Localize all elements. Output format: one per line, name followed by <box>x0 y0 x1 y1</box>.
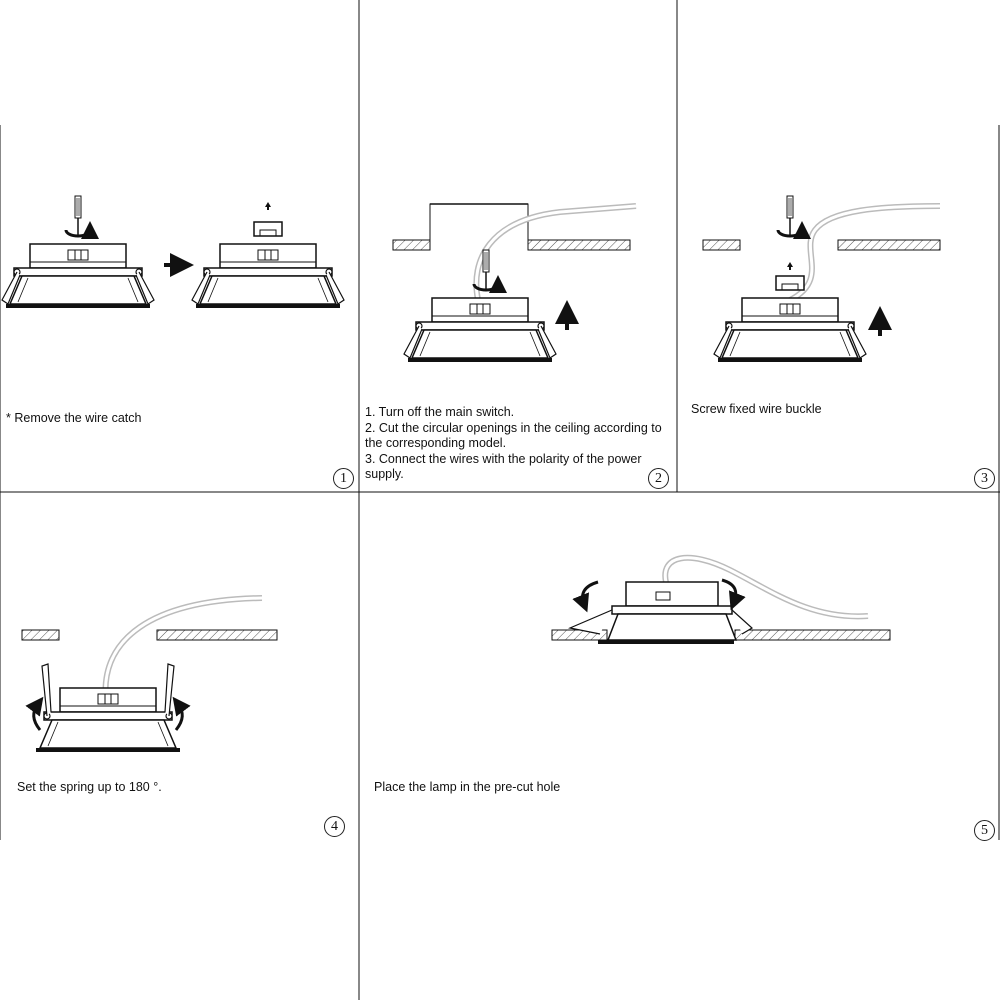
step-4-caption: Set the spring up to 180 °. <box>17 780 162 794</box>
panel-4-illustration <box>21 595 278 753</box>
panel-5-illustration <box>551 554 891 644</box>
step-2-caption-line: 3. Connect the wires with the polarity o… <box>365 451 642 466</box>
step-2-caption: 1. Turn off the main switch. 2. Cut the … <box>365 405 662 483</box>
step-2-caption-line: 2. Cut the circular openings in the ceil… <box>365 420 662 435</box>
step-1-number: 1 <box>333 468 354 489</box>
step-2-number: 2 <box>648 468 669 489</box>
step-2-caption-line: the corresponding model. <box>365 436 507 450</box>
step-4-number: 4 <box>324 816 345 837</box>
step-3-number: 3 <box>974 468 995 489</box>
step-5-number: 5 <box>974 820 995 841</box>
step-1-caption: * Remove the wire catch <box>6 411 142 425</box>
panel-2-illustration <box>392 203 637 363</box>
step-2-caption-line: supply. <box>365 467 404 481</box>
step-5-caption: Place the lamp in the pre-cut hole <box>374 780 561 794</box>
panel-1-illustration <box>1 196 345 309</box>
panel-3-illustration <box>702 196 941 363</box>
step-2-caption-line: 1. Turn off the main switch. <box>365 405 515 419</box>
step-3-caption: Screw fixed wire buckle <box>691 402 822 416</box>
